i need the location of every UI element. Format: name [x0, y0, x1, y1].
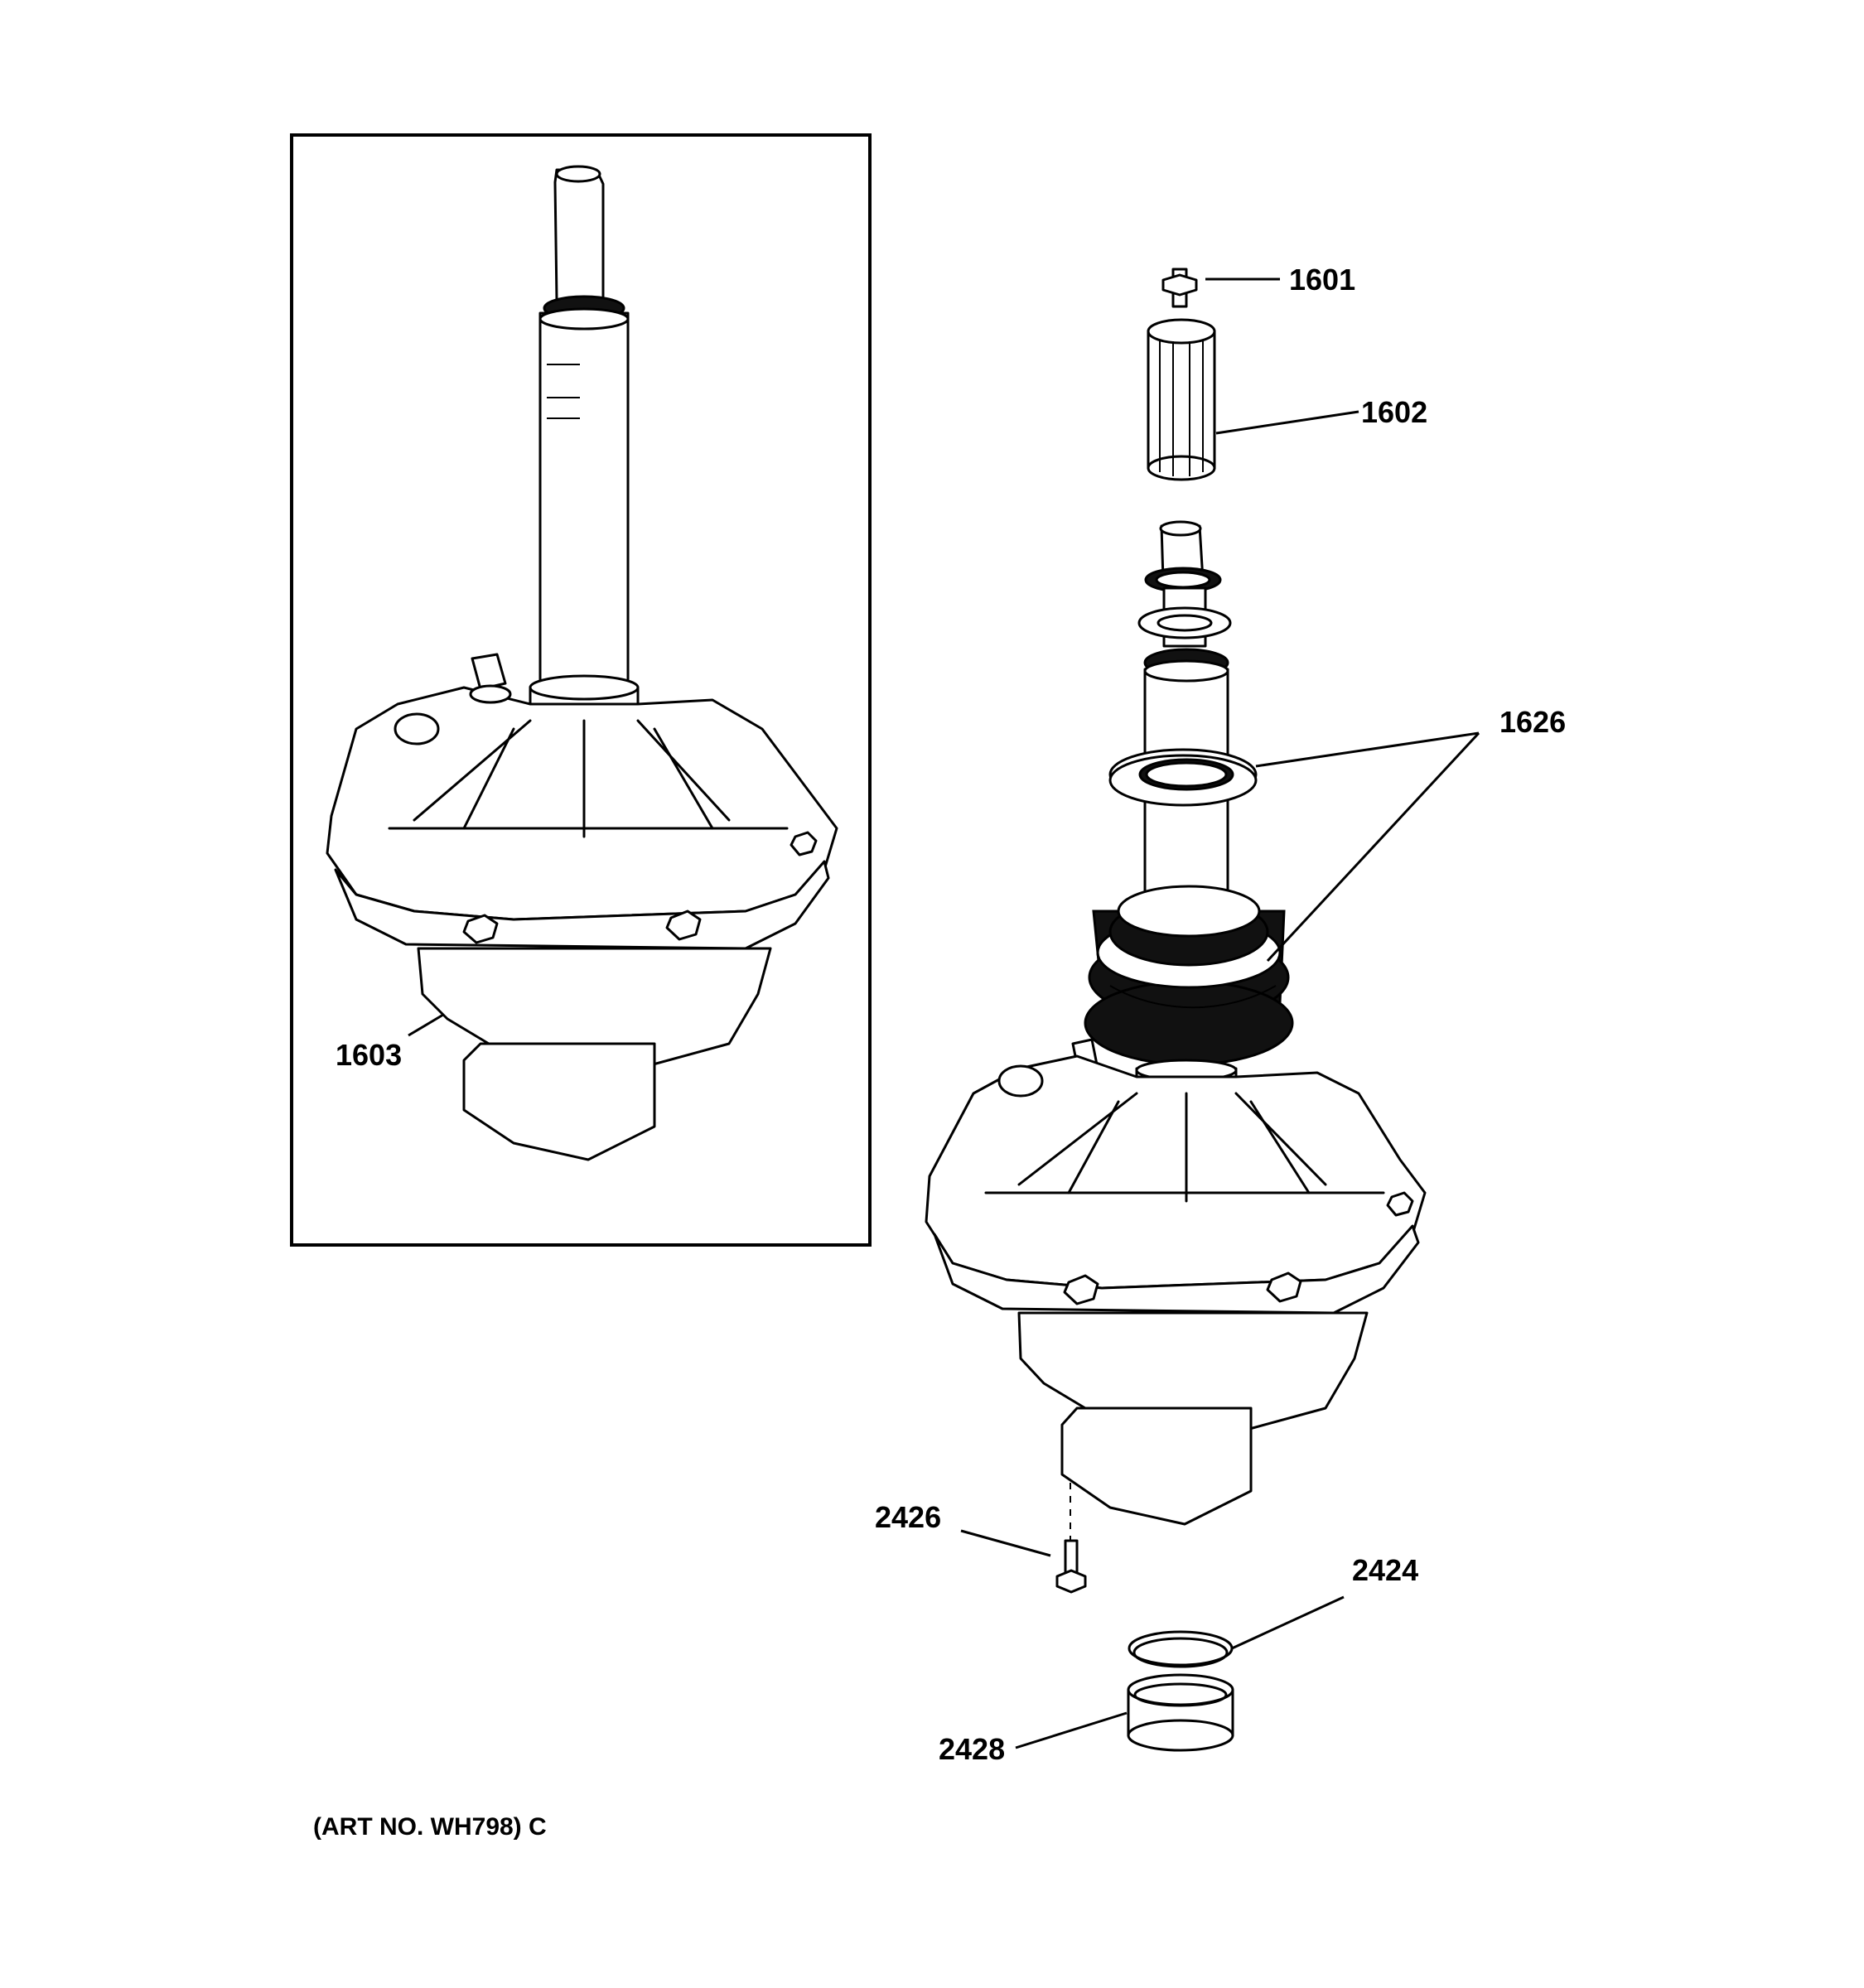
exploded-shaft: [1137, 520, 1232, 896]
leader-1602: [1215, 410, 1359, 435]
part-1626-lower-seal: [1084, 885, 1294, 1066]
label-2426: 2426: [875, 1500, 941, 1534]
leader-1626-a: [1255, 731, 1480, 768]
inset-frame: [290, 133, 872, 1247]
label-2428: 2428: [939, 1732, 1005, 1766]
label-2424: 2424: [1352, 1553, 1418, 1587]
art-number-caption: (ART NO. WH798) C: [313, 1813, 547, 1841]
leader-2426: [960, 1529, 1051, 1557]
label-1603: 1603: [336, 1038, 402, 1072]
bolt: [665, 910, 702, 941]
bolt: [1063, 1274, 1099, 1305]
exploded-transmission-housing: [925, 1038, 1427, 1526]
transmission-assembly-1603: [326, 165, 838, 1161]
leader-1626-b: [1266, 731, 1480, 963]
bolt: [462, 914, 499, 944]
leader-1603: [408, 1013, 444, 1037]
part-1626-upper-seal: [1108, 748, 1258, 807]
part-2428-bushing: [1127, 1673, 1234, 1752]
label-1626: 1626: [1499, 705, 1566, 739]
bolt: [790, 831, 818, 856]
leader-2424: [1231, 1595, 1345, 1650]
bolt: [1266, 1271, 1302, 1303]
part-2424-ring: [1128, 1630, 1234, 1668]
bolt: [1386, 1191, 1414, 1217]
label-1601: 1601: [1289, 263, 1355, 297]
part-1602-sleeve: [1147, 318, 1216, 481]
part-1601-screw: [1161, 268, 1198, 308]
leader-2428: [1015, 1711, 1128, 1749]
part-2426-screw: [1055, 1539, 1087, 1594]
label-1602: 1602: [1361, 395, 1427, 429]
